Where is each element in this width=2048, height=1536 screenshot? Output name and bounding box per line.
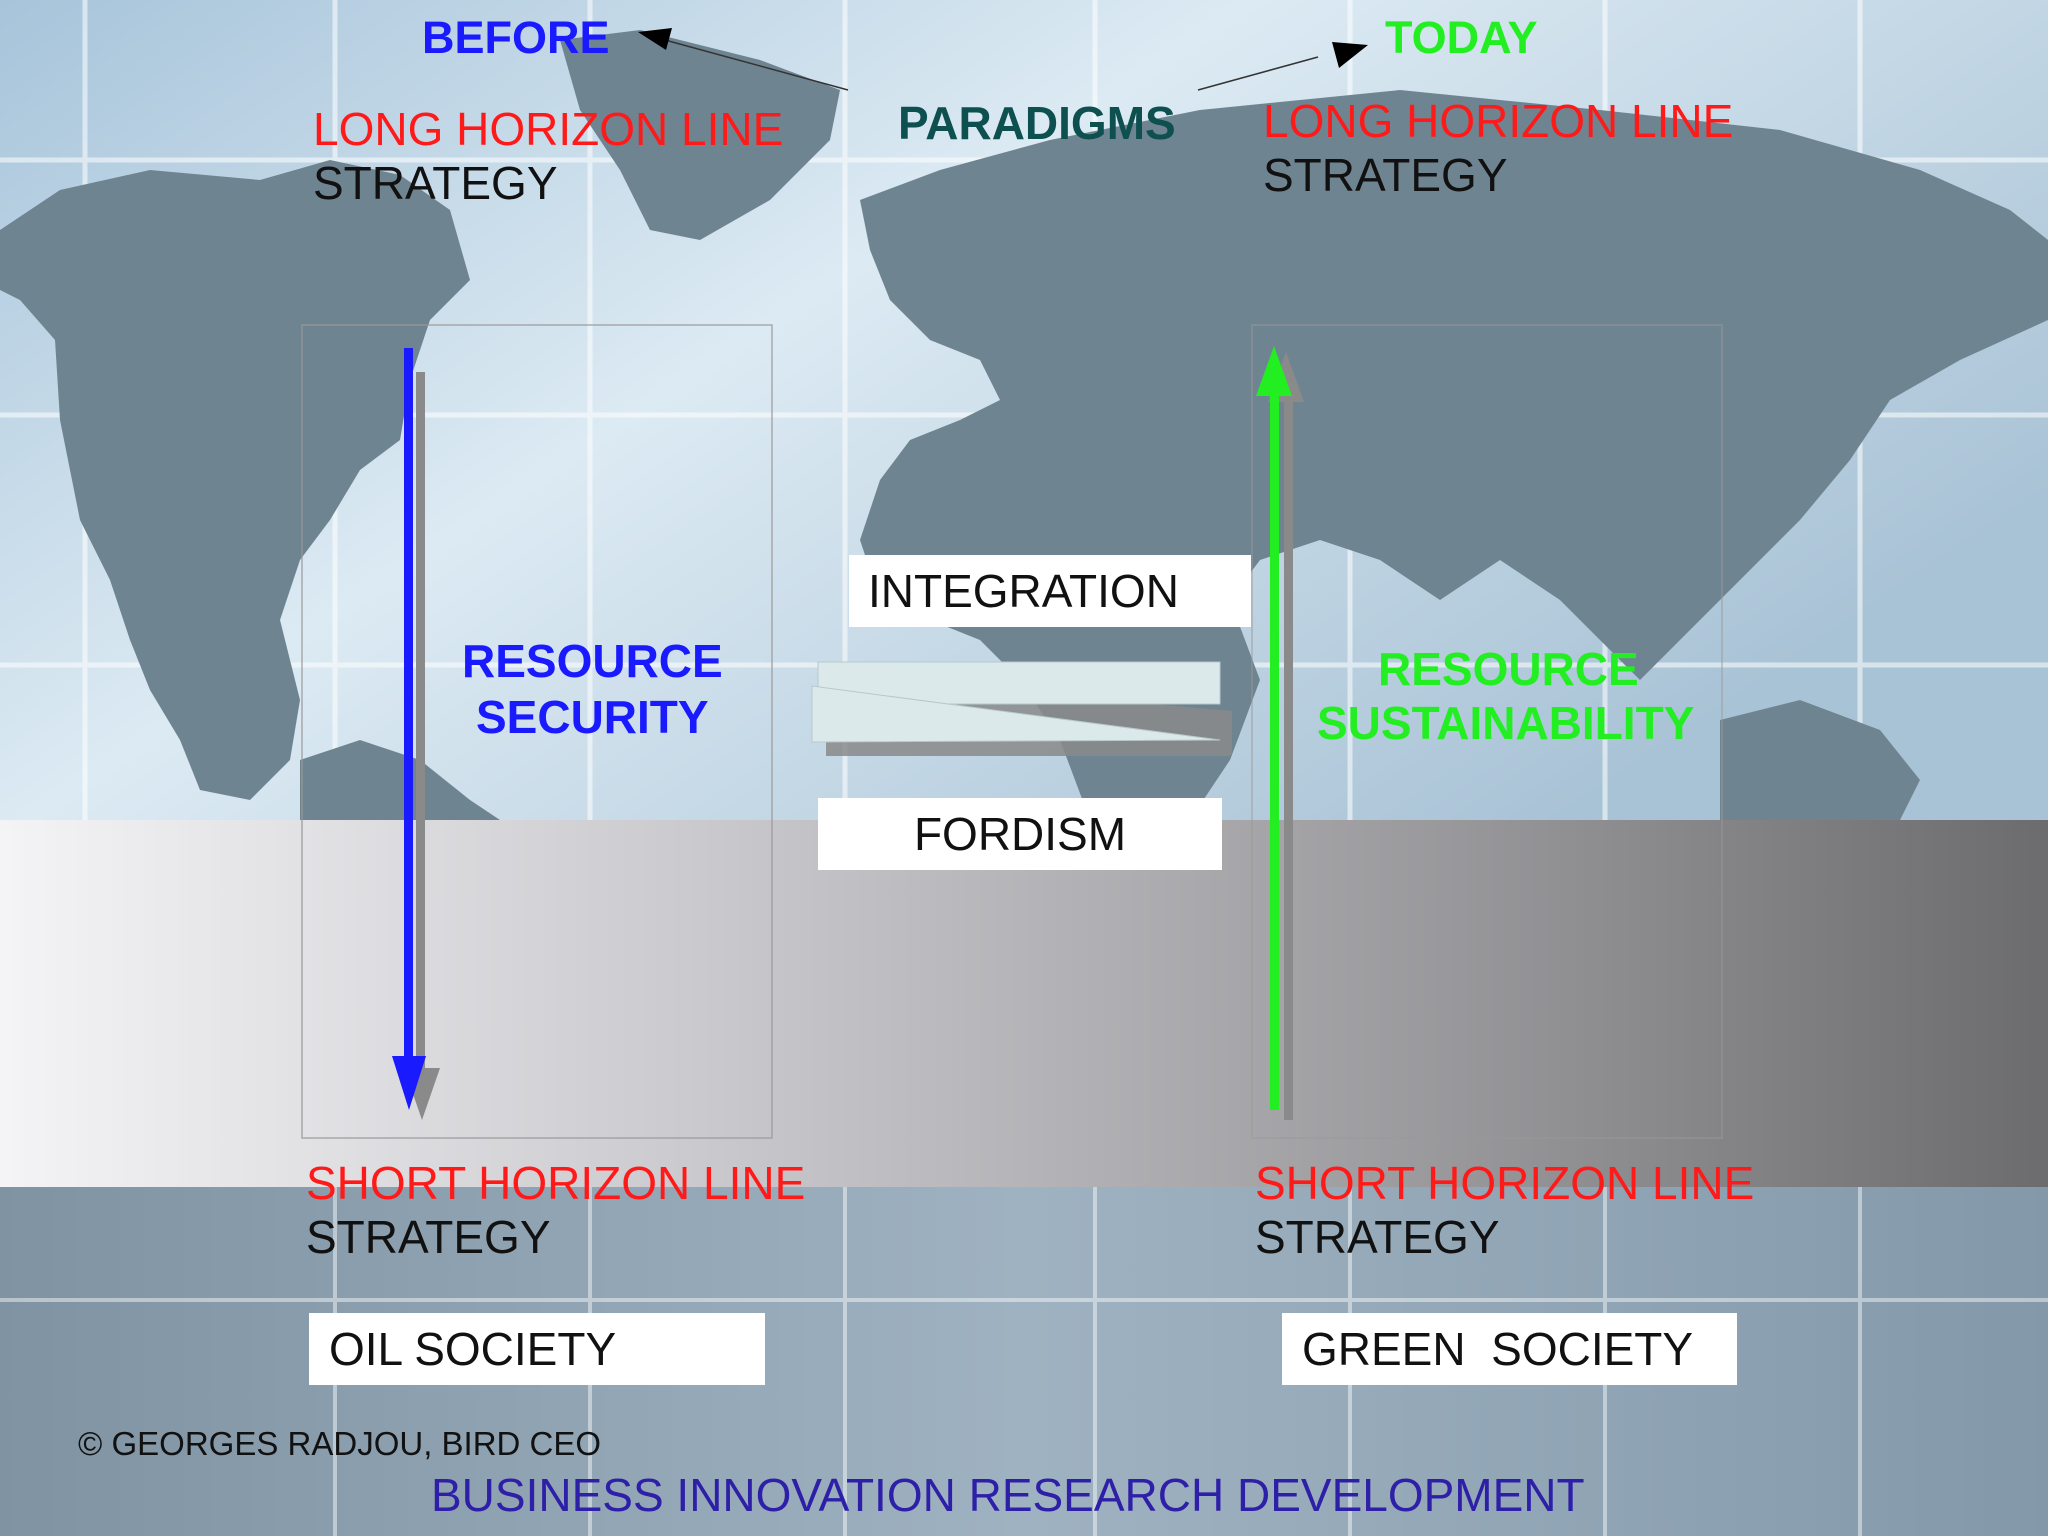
- fordism-box: FORDISM: [818, 798, 1222, 870]
- tagline: BUSINESS INNOVATION RESEARCH DEVELOPMENT: [431, 1469, 1585, 1521]
- before-label: BEFORE: [422, 12, 610, 63]
- arrow-right-icon: [1197, 42, 1368, 91]
- integration-label: INTEGRATION: [868, 565, 1179, 617]
- left-short-horizon-label: SHORT HORIZON LINE: [306, 1157, 806, 1209]
- green-society-box: GREEN SOCIETY: [1282, 1313, 1737, 1385]
- paradigms-label: PARADIGMS: [898, 97, 1176, 149]
- resource-security-line1: RESOURCE: [462, 635, 723, 687]
- left-long-strategy-label: STRATEGY: [313, 157, 558, 209]
- resource-security-line2: SECURITY: [476, 691, 709, 743]
- oil-society-label: OIL SOCIETY: [329, 1323, 617, 1375]
- left-long-horizon-label: LONG HORIZON LINE: [313, 103, 784, 155]
- integration-box: INTEGRATION: [849, 555, 1251, 627]
- green-society-label: GREEN SOCIETY: [1302, 1323, 1694, 1375]
- arrow-down-icon: [392, 348, 440, 1120]
- oil-society-box: OIL SOCIETY: [309, 1313, 765, 1385]
- copyright-note: © GEORGES RADJOU, BIRD CEO: [78, 1425, 602, 1462]
- right-long-strategy-label: STRATEGY: [1263, 149, 1508, 201]
- arrow-left-icon: [638, 28, 849, 91]
- right-short-strategy-label: STRATEGY: [1255, 1211, 1500, 1263]
- fordism-label: FORDISM: [913, 808, 1127, 860]
- resource-sustainability-line2: SUSTAINABILITY: [1317, 697, 1695, 749]
- resource-sustainability-line1: RESOURCE: [1378, 643, 1639, 695]
- right-short-horizon-label: SHORT HORIZON LINE: [1255, 1157, 1755, 1209]
- right-long-horizon-label: LONG HORIZON LINE: [1263, 95, 1734, 147]
- today-label: TODAY: [1385, 12, 1538, 63]
- arrow-up-icon: [1256, 346, 1304, 1120]
- left-short-strategy-label: STRATEGY: [306, 1211, 551, 1263]
